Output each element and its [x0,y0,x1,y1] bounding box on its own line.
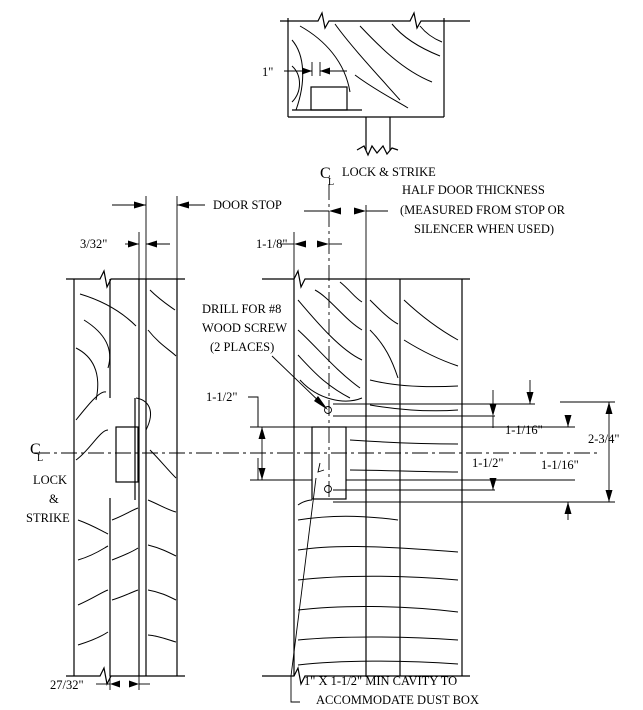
left-frame-view [66,269,185,686]
dim-3-32-label: 3/32" [80,237,107,251]
right-jamb-view [262,269,470,686]
dim-1-1-8-label: 1-1/8" [256,237,288,251]
dim-1-1-16-upper-label: 1-1/16" [505,423,543,437]
cavity-line-2: ACCOMMODATE DUST BOX [316,693,479,707]
dim-1-1-2-lower-label: 1-1/2" [472,456,504,470]
cl-symbol-left-sub: L [37,453,43,464]
drill-note: DRILL FOR #8 WOOD SCREW (2 PLACES) [202,302,328,410]
dim-1-1-16-lower-label: 1-1/16" [541,458,579,472]
cavity-line-1: 1" X 1-1/2" MIN CAVITY TO [304,674,457,688]
door-stop-dimension: DOOR STOP [112,196,282,279]
left-centerline-symbol: C L LOCK & STRIKE [26,441,70,525]
top-dimension-label: 1" [262,65,273,79]
half-door-line-2: (MEASURED FROM STOP OR [400,203,566,217]
dimension-3-32: 3/32" [80,232,170,279]
cl-left-strike: STRIKE [26,511,70,525]
top-section-view: 1" [262,11,470,157]
cl-left-amp: & [49,492,59,506]
cl-lock-strike-text: LOCK & STRIKE [342,165,436,179]
cl-lock-strike-label: C L LOCK & STRIKE [320,165,436,188]
dimension-1-1-2-left: 1-1/2" [206,390,312,481]
cl-left-lock: LOCK [33,473,67,487]
cl-symbol-top: C [320,165,331,182]
cl-symbol-top-sub: L [328,177,334,188]
dim-1-1-2-upper-label: 1-1/2" [206,390,238,404]
drill-line-3: (2 PLACES) [210,340,274,354]
dimension-1-1-8: 1-1/8" [256,232,342,279]
cl-symbol-left: C [30,441,41,458]
right-dimensions: 1-1/16" 2-3/4" 1-1/2" 1-1/16" [333,380,620,520]
dim-2-3-4-label: 2-3/4" [588,432,620,446]
cavity-note: 1" X 1-1/2" MIN CAVITY TO ACCOMMODATE DU… [290,462,479,707]
dim-27-32-label: 27/32" [50,678,84,692]
half-door-thickness-dimension: HALF DOOR THICKNESS (MEASURED FROM STOP … [304,183,566,279]
dimension-27-32: 27/32" [50,676,150,692]
half-door-line-3: SILENCER WHEN USED) [414,222,554,236]
drill-line-2: WOOD SCREW [202,321,287,335]
drill-line-1: DRILL FOR #8 [202,302,281,316]
half-door-line-1: HALF DOOR THICKNESS [402,183,545,197]
door-stop-label: DOOR STOP [213,198,282,212]
